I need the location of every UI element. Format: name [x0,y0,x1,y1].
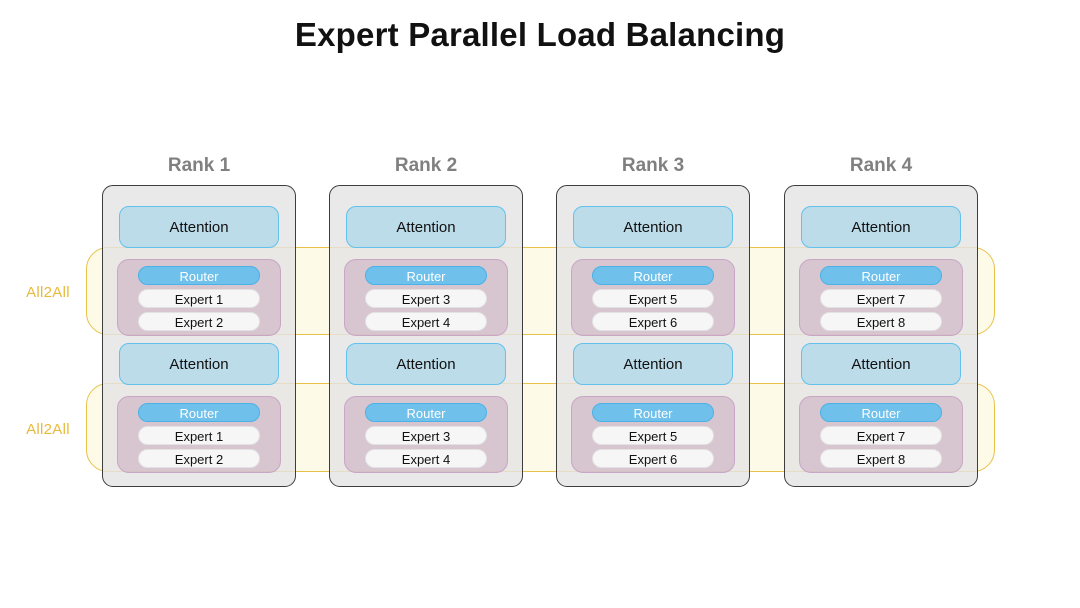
expert-pill-r3-l2-0: Expert 5 [592,426,714,445]
attention-block-r2-l2: Attention [346,343,506,385]
moe-block-r4-l2: Router Expert 7 Expert 8 [799,396,963,473]
rank-box-3: Attention Router Expert 5 Expert 6 Atten… [556,185,750,487]
attention-block-r3-l1: Attention [573,206,733,248]
page-title: Expert Parallel Load Balancing [294,16,786,53]
rank-box-2: Attention Router Expert 3 Expert 4 Atten… [329,185,523,487]
moe-block-r1-l1: Router Expert 1 Expert 2 [117,259,281,336]
router-pill-r4-l1: Router [820,266,942,285]
expert-pill-r3-l1-0: Expert 5 [592,289,714,308]
moe-block-r1-l2: Router Expert 1 Expert 2 [117,396,281,473]
router-pill-r1-l1: Router [138,266,260,285]
expert-pill-r4-l1-1: Expert 8 [820,312,942,331]
expert-pill-r2-l1-0: Expert 3 [365,289,487,308]
expert-pill-r2-l2-0: Expert 3 [365,426,487,445]
rank-label-3: Rank 3 [621,155,685,176]
moe-block-r2-l1: Router Expert 3 Expert 4 [344,259,508,336]
expert-pill-r1-l2-1: Expert 2 [138,449,260,468]
expert-pill-r1-l2-0: Expert 1 [138,426,260,445]
rank-column-3: Rank 3 Attention Router Expert 5 Expert … [556,155,750,487]
rank-column-1: Rank 1 Attention Router Expert 1 Expert … [102,155,296,487]
router-pill-r4-l2: Router [820,403,942,422]
attention-block-r3-l2: Attention [573,343,733,385]
expert-pill-r3-l2-1: Expert 6 [592,449,714,468]
rank-label-2: Rank 2 [394,155,458,176]
expert-pill-r4-l2-1: Expert 8 [820,449,942,468]
all2all-label-layer-1: All2All [26,284,70,301]
attention-block-r1-l1: Attention [119,206,279,248]
expert-pill-r1-l1-0: Expert 1 [138,289,260,308]
moe-block-r3-l2: Router Expert 5 Expert 6 [571,396,735,473]
rank-column-4: Rank 4 Attention Router Expert 7 Expert … [784,155,978,487]
all2all-label-layer-2: All2All [26,421,70,438]
rank-column-2: Rank 2 Attention Router Expert 3 Expert … [329,155,523,487]
rank-box-4: Attention Router Expert 7 Expert 8 Atten… [784,185,978,487]
router-pill-r1-l2: Router [138,403,260,422]
attention-block-r1-l2: Attention [119,343,279,385]
expert-pill-r3-l1-1: Expert 6 [592,312,714,331]
router-pill-r3-l2: Router [592,403,714,422]
rank-label-1: Rank 1 [167,155,231,176]
expert-pill-r2-l2-1: Expert 4 [365,449,487,468]
attention-block-r4-l2: Attention [801,343,961,385]
moe-block-r4-l1: Router Expert 7 Expert 8 [799,259,963,336]
expert-pill-r4-l2-0: Expert 7 [820,426,942,445]
router-pill-r3-l1: Router [592,266,714,285]
moe-block-r3-l1: Router Expert 5 Expert 6 [571,259,735,336]
expert-pill-r4-l1-0: Expert 7 [820,289,942,308]
attention-block-r2-l1: Attention [346,206,506,248]
router-pill-r2-l1: Router [365,266,487,285]
router-pill-r2-l2: Router [365,403,487,422]
rank-label-4: Rank 4 [849,155,913,176]
moe-block-r2-l2: Router Expert 3 Expert 4 [344,396,508,473]
expert-pill-r1-l1-1: Expert 2 [138,312,260,331]
rank-box-1: Attention Router Expert 1 Expert 2 Atten… [102,185,296,487]
expert-pill-r2-l1-1: Expert 4 [365,312,487,331]
attention-block-r4-l1: Attention [801,206,961,248]
